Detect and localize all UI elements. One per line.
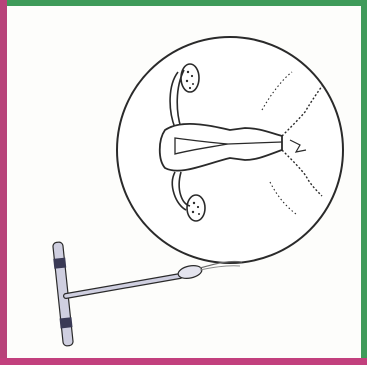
uterus-cross-section-icon — [117, 37, 343, 263]
